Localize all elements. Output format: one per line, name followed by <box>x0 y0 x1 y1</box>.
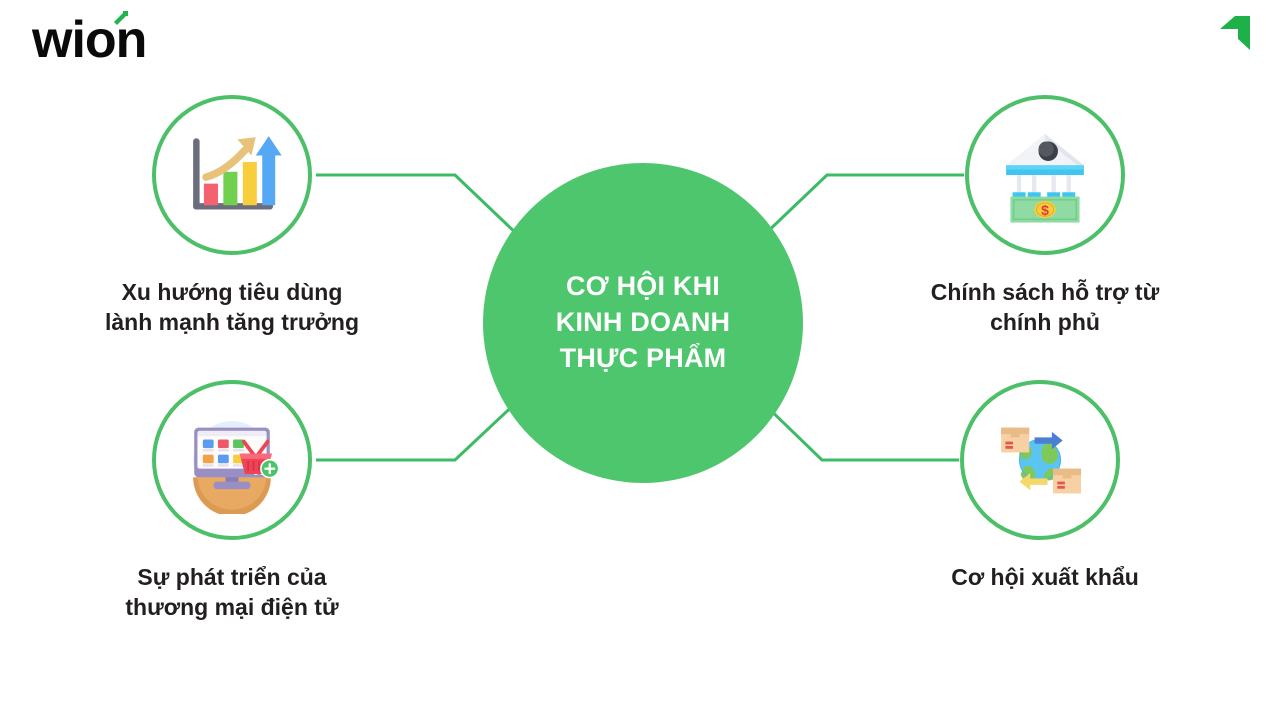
branch-icon-circle-top-left <box>152 95 312 255</box>
brand-wordmark: wion <box>32 11 147 69</box>
branch-icon-circle-bottom-right <box>960 380 1120 540</box>
green-arrow-up-right-icon <box>114 11 128 25</box>
branch-icon-circle-bottom-left <box>152 380 312 540</box>
branch-label-top-left: Xu hướng tiêu dùng lành mạnh tăng trưởng <box>104 279 360 336</box>
branch-label-bottom-right: Cơ hội xuất khẩu <box>951 564 1139 590</box>
svg-text:$: $ <box>1041 202 1049 218</box>
center-title: CƠ HỘI KHI KINH DOANH THỰC PHẨM <box>555 271 731 373</box>
ecommerce-monitor-basket-icon <box>193 421 280 514</box>
connector-top-left <box>316 173 522 239</box>
branch-label-top-right: Chính sách hỗ trợ từ chính phủ <box>930 279 1160 336</box>
branch-icon-circle-top-right: $ <box>965 95 1125 255</box>
brand-logo: wion <box>32 8 272 72</box>
government-bank-money-icon: $ <box>1006 133 1084 223</box>
connector-top-right <box>760 173 964 239</box>
growth-bar-chart-icon <box>193 136 282 210</box>
branch-label-bottom-left: Sự phát triển của thương mại điện tử <box>125 564 339 621</box>
center-node: CƠ HỘI KHI KINH DOANH THỰC PHẨM <box>483 163 803 483</box>
globe-export-boxes-icon <box>1001 427 1082 494</box>
connector-bottom-left <box>316 397 522 462</box>
green-chevron-arrow-icon <box>1220 16 1250 50</box>
connector-bottom-right <box>758 398 959 462</box>
